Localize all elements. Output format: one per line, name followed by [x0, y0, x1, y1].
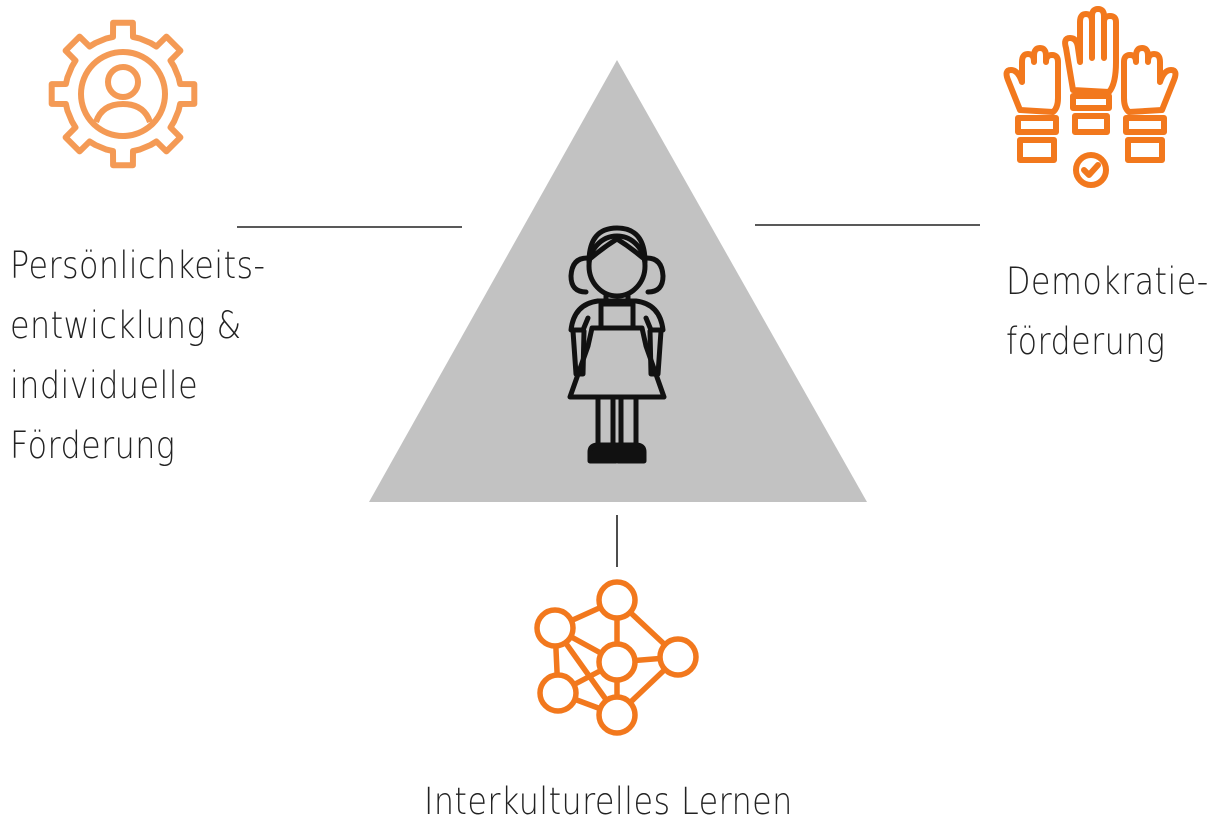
label-bottom-line: Interkulturelles Lernen: [424, 780, 793, 823]
label-left-line: Persönlichkeits-: [10, 244, 266, 287]
label-right-line: Demokratie-: [1006, 260, 1209, 303]
label-intercultural-learning: Interkulturelles Lernen: [424, 772, 793, 832]
center-triangle: [369, 60, 867, 502]
label-left-line: Förderung: [10, 424, 176, 467]
label-left-line: entwicklung &: [10, 304, 242, 347]
raised-hands-vote-icon: [1003, 6, 1179, 188]
label-right-line: förderung: [1006, 320, 1166, 363]
girl-child-icon: [567, 225, 667, 464]
gear-outline: [48, 19, 198, 169]
label-democracy-promotion: Demokratie- förderung: [1006, 252, 1209, 372]
network-nodes-icon: [534, 579, 699, 736]
gear-person-icon: [48, 19, 198, 169]
label-personality-development: Persönlichkeits- entwicklung & individue…: [10, 236, 265, 476]
label-left-line: individuelle: [10, 364, 199, 407]
